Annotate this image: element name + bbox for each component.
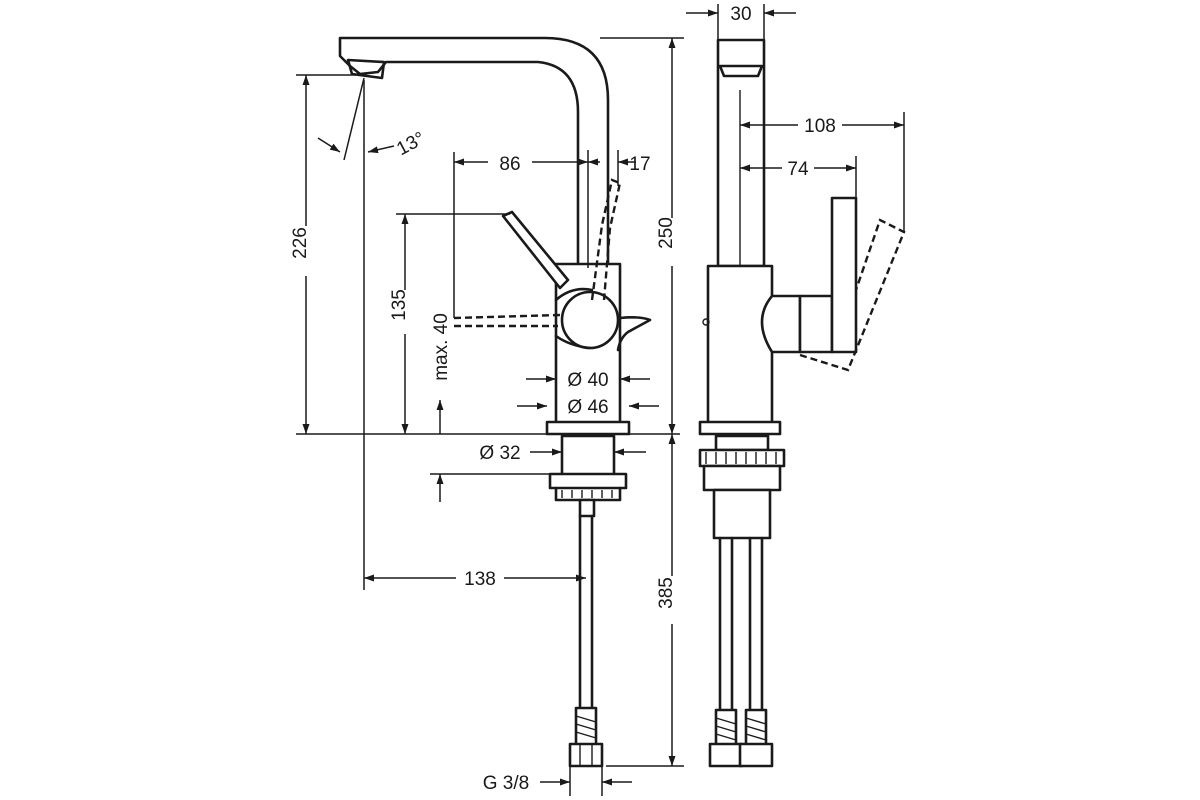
side-body	[706, 264, 774, 426]
supply-hose	[578, 514, 594, 712]
label-body-diameter: Ø 40	[567, 370, 608, 391]
lever-hub	[560, 290, 620, 350]
label-spout-angle: 13°	[393, 128, 428, 160]
label-total-height: 250	[656, 217, 677, 249]
side-base	[698, 420, 782, 436]
label-top-width: 30	[730, 4, 751, 25]
side-view	[698, 38, 906, 768]
hose-nut	[568, 742, 604, 768]
lever-handle	[501, 210, 570, 290]
stud	[578, 498, 596, 518]
label-connection: G 3/8	[483, 773, 529, 794]
label-spout-offset: 17	[629, 154, 650, 175]
label-deck-thickness: max. 40	[431, 313, 452, 381]
mounting-nut	[548, 472, 628, 490]
label-lever-height: 135	[389, 289, 410, 321]
front-view	[338, 36, 652, 768]
side-lever-handle	[830, 196, 858, 354]
side-lever	[760, 294, 802, 354]
faucet-base	[545, 420, 631, 436]
label-base-diameter: Ø 46	[567, 397, 608, 418]
label-reach: 138	[464, 569, 496, 590]
shank	[560, 434, 616, 478]
lever-position-back	[590, 178, 622, 301]
label-lever-to-spout: 86	[499, 154, 520, 175]
aerator	[346, 58, 386, 80]
lever-position-side	[453, 313, 561, 328]
side-spout	[716, 38, 766, 268]
label-lever-side: 74	[787, 159, 809, 180]
label-hole-diameter: Ø 32	[479, 443, 520, 464]
label-reach-side: 108	[804, 116, 836, 137]
spout	[338, 36, 610, 270]
label-hose-length: 385	[656, 577, 677, 609]
label-spout-height: 226	[290, 227, 311, 259]
lever-collar	[554, 287, 652, 352]
